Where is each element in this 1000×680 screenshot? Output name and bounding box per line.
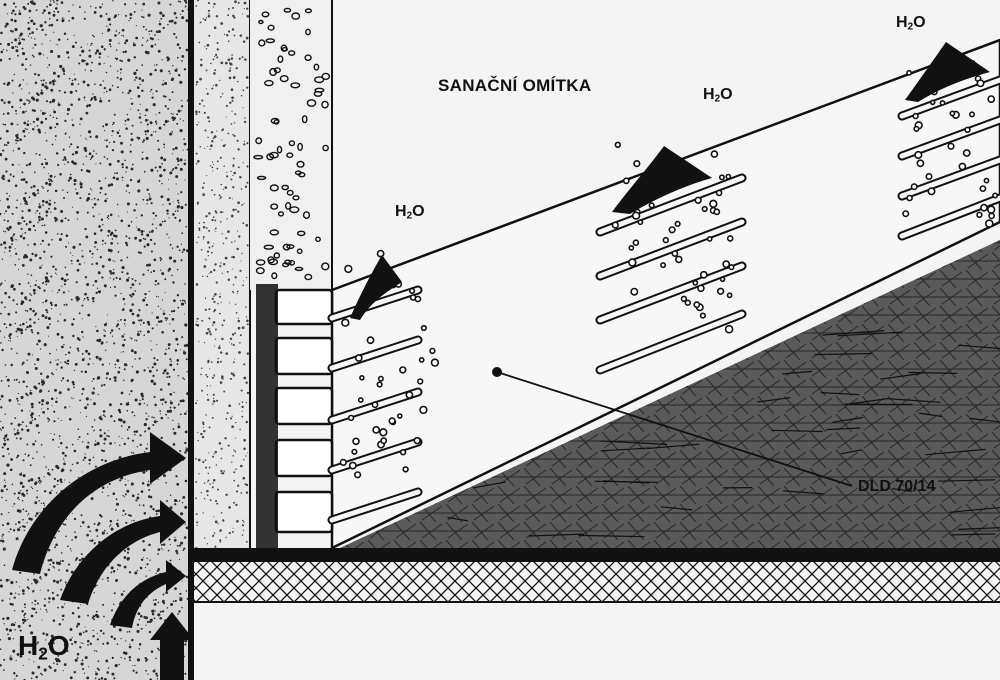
dld-leader-line <box>496 371 853 487</box>
water-ridges <box>327 75 1000 525</box>
vapour-arrow-right <box>905 42 990 102</box>
sanitary-plaster-label: SANAČNÍ OMÍTKA <box>438 76 592 95</box>
plaster-pebbles <box>253 7 331 281</box>
h2o-label-wall: H2O <box>18 630 70 664</box>
h2o-label-1: H2O <box>395 203 425 222</box>
wall-face-line <box>188 0 194 680</box>
vapour-arrow-left <box>350 255 402 320</box>
h2o-label-3: H2O <box>896 14 926 33</box>
vapour-arrow-middle <box>612 146 712 214</box>
render-stipple-texture <box>194 0 250 557</box>
wall-moisture-arrows <box>12 432 194 680</box>
h2o-label-2: H2O <box>703 86 733 105</box>
water-droplets <box>339 60 999 479</box>
floor-hatch <box>192 562 1000 602</box>
membrane-dimples-edge <box>274 288 334 534</box>
membrane-label: DLD 70/14 <box>858 478 936 495</box>
ground-scribbles <box>447 330 1000 538</box>
floor-surface <box>192 548 1000 562</box>
